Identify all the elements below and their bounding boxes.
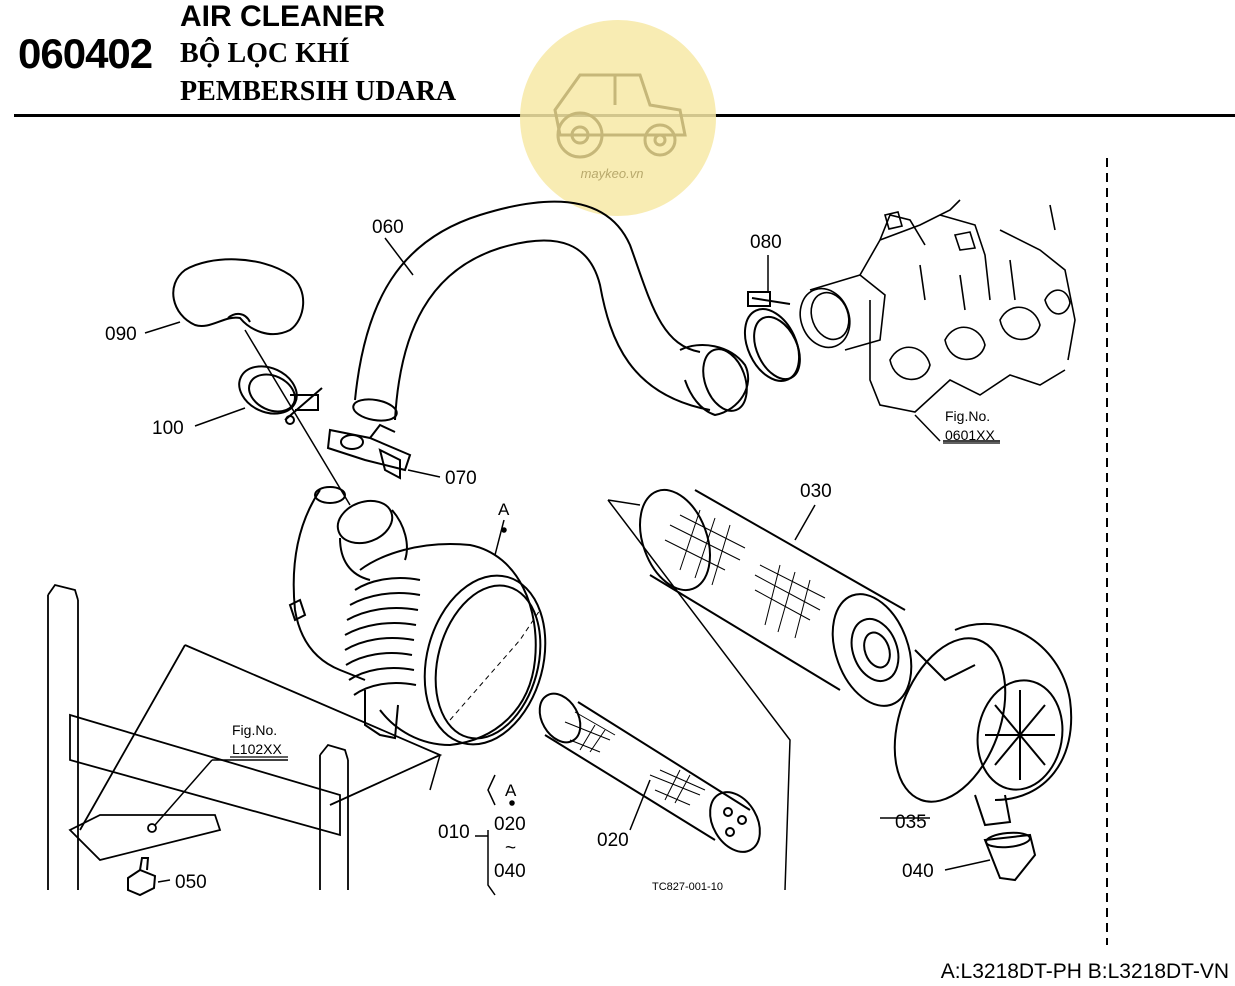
fig-ref-title-2: Fig.No. <box>232 722 277 738</box>
watermark-circle <box>520 20 716 216</box>
label-a: A <box>498 500 510 519</box>
part-020-inner-element <box>538 692 761 853</box>
part-090-cap <box>172 258 305 336</box>
watermark-logo: maykeo.vn <box>520 20 716 216</box>
title-indonesian: PEMBERSIH UDARA <box>180 76 457 107</box>
part-050-bolt <box>127 857 157 897</box>
fig-ref-title-1: Fig.No. <box>945 408 990 424</box>
set-label-040: 040 <box>494 861 526 882</box>
label-100: 100 <box>152 418 184 439</box>
part-040-valve <box>983 831 1037 882</box>
title-vietnamese: BỘ LỌC KHÍ <box>180 38 350 69</box>
label-050: 050 <box>175 872 207 893</box>
label-040: 040 <box>902 861 934 882</box>
part-100-clamp <box>238 365 323 425</box>
part-080-clamp <box>743 291 801 382</box>
fig-ref-code-1: 0601XX <box>945 427 995 443</box>
tractor-icon <box>553 73 687 159</box>
part-060-hose <box>352 200 750 422</box>
set-label-020: 020 <box>494 814 526 835</box>
set-label-a: A <box>505 781 517 800</box>
part-070-bracket <box>326 423 412 480</box>
label-060: 060 <box>372 217 404 238</box>
label-020: 020 <box>597 830 629 851</box>
label-090: 090 <box>105 324 137 345</box>
label-080: 080 <box>750 232 782 253</box>
drawing-number: TC827-001-10 <box>652 881 723 893</box>
label-035: 035 <box>895 812 927 833</box>
label-010: 010 <box>438 822 470 843</box>
title-english: AIR CLEANER <box>180 0 386 33</box>
set-label-tilde: ~ <box>505 838 516 859</box>
dashed-reference-line <box>449 609 541 721</box>
air-cleaner-housing <box>288 486 547 747</box>
label-070: 070 <box>445 468 477 489</box>
fig-ref-code-2: L102XX <box>232 741 282 757</box>
watermark-text: maykeo.vn <box>581 166 644 181</box>
part-030-outer-element <box>639 488 913 707</box>
model-applicability: A:L3218DT-PH B:L3218DT-VN <box>940 960 1229 983</box>
intake-manifold <box>799 199 1076 413</box>
part-035-cover <box>893 622 1073 827</box>
figure-code: 060402 <box>18 30 153 77</box>
frame-bracket <box>47 583 443 890</box>
leader-lines <box>144 237 1000 896</box>
label-030: 030 <box>800 481 832 502</box>
